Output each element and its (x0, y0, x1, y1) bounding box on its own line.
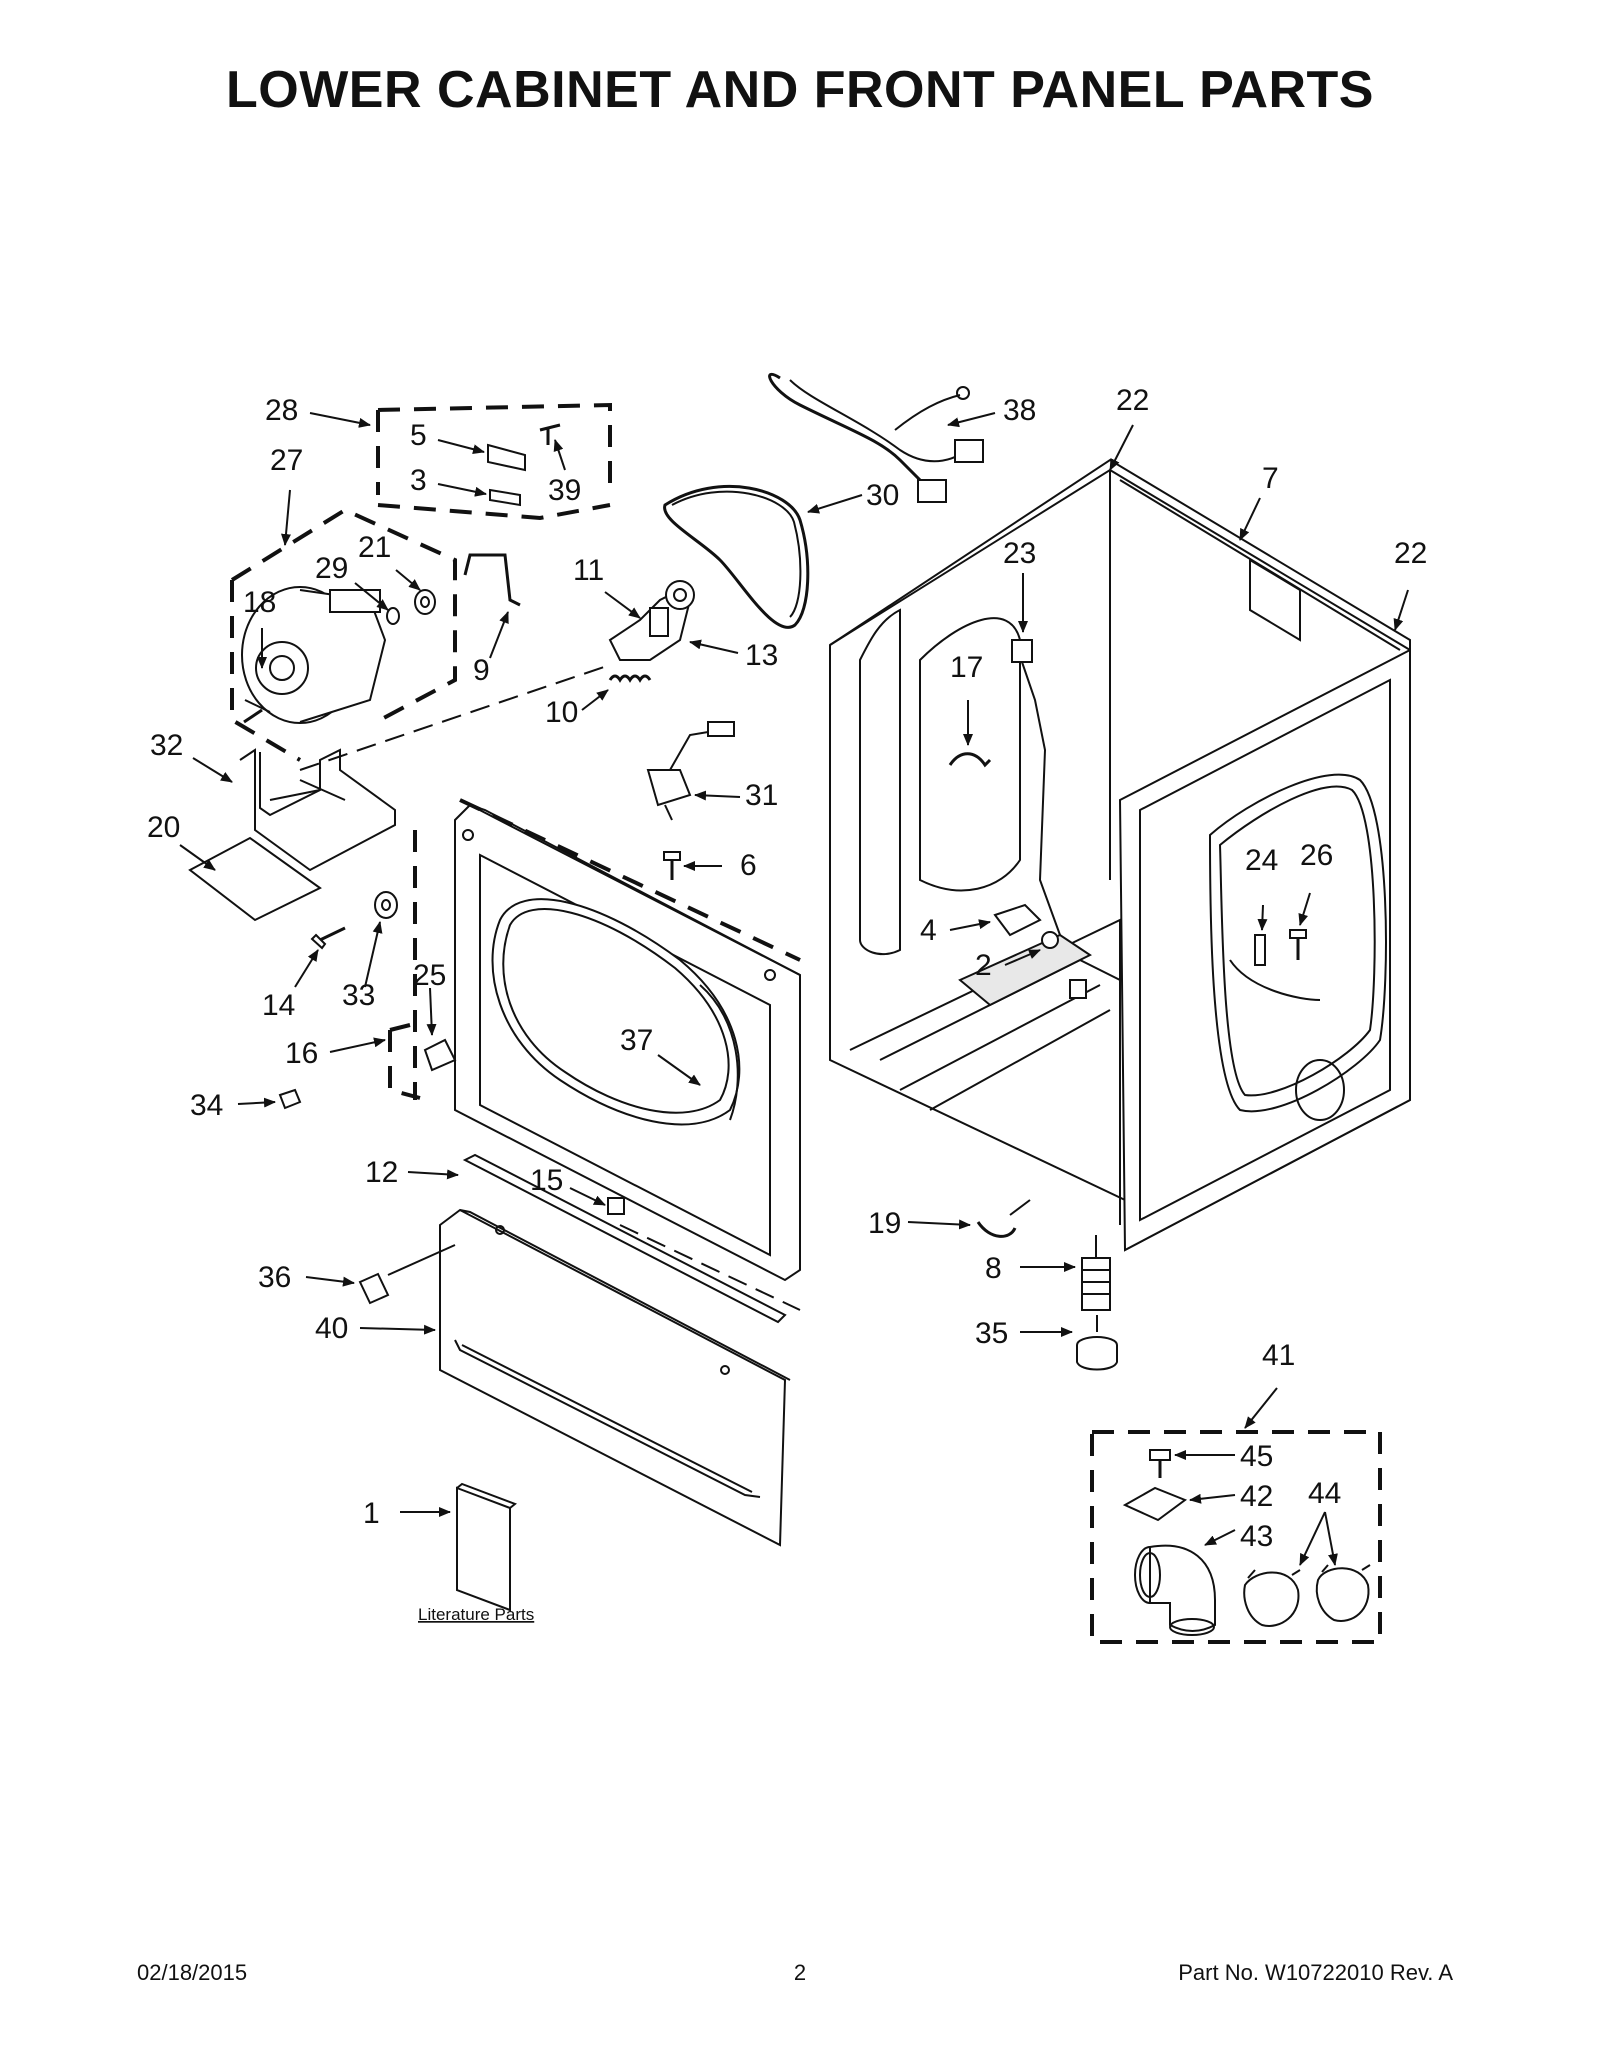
motor-leader-lines (299, 664, 611, 771)
footer-part-number: Part No. W10722010 Rev. A (1178, 1960, 1453, 1985)
callout-34: 34 (190, 1089, 223, 1122)
callout-23: 23 (1003, 537, 1036, 570)
callout-9: 9 (473, 654, 490, 687)
idler-arm (608, 580, 695, 661)
callout-19: 19 (868, 1207, 901, 1240)
callout-labels: 28 5 3 39 27 21 29 18 9 11 13 10 30 38 2… (147, 384, 1427, 1624)
door-latch (646, 721, 735, 821)
callout-33: 33 (342, 979, 375, 1012)
callout-14: 14 (262, 989, 295, 1022)
callout-39: 39 (548, 474, 581, 507)
group-box-41 (1090, 1430, 1382, 1644)
callout-15: 15 (530, 1164, 563, 1197)
thermistor-bracket (993, 903, 1087, 999)
callout-10: 10 (545, 696, 578, 729)
toe-panel-bracket (358, 1272, 390, 1305)
callout-40: 40 (315, 1312, 348, 1345)
callout-6: 6 (740, 849, 757, 882)
callout-8: 8 (985, 1252, 1002, 1285)
exhaust-screw (1149, 1449, 1171, 1478)
group-box-28 (376, 402, 612, 521)
callout-22-right: 22 (1394, 537, 1427, 570)
callout-11: 11 (573, 554, 604, 587)
callout-5: 5 (410, 419, 427, 452)
callout-1: 1 (363, 1497, 380, 1530)
toe-panel-clip (607, 1197, 625, 1215)
callout-24: 24 (1245, 844, 1278, 877)
callout-36: 36 (258, 1261, 291, 1294)
idler-spring (608, 674, 652, 683)
callout-17: 17 (950, 651, 983, 684)
group-box-16 (388, 1023, 421, 1100)
latch-screw (663, 851, 681, 880)
leveling-leg (1081, 1235, 1111, 1311)
callout-37: 37 (620, 1024, 653, 1057)
vent-cap-1 (1243, 1569, 1301, 1627)
callout-42: 42 (1240, 1480, 1273, 1513)
door-clip (423, 1038, 457, 1072)
callout-32: 32 (150, 729, 183, 762)
callout-18: 18 (243, 586, 276, 619)
harness-clip (948, 752, 992, 768)
callout-7: 7 (1262, 462, 1279, 495)
panel-screw (278, 1088, 302, 1110)
harness-tie-and-screw (1229, 929, 1321, 1001)
callout-13: 13 (745, 639, 778, 672)
drive-motor (241, 586, 387, 724)
idler-pulley-parts (386, 589, 436, 625)
drive-belt (663, 484, 810, 629)
callout-21: 21 (358, 531, 391, 564)
footer-page-number: 2 (793, 1960, 807, 1985)
callout-4: 4 (920, 914, 937, 947)
callout-38: 38 (1003, 394, 1036, 427)
exhaust-plate (1122, 1486, 1188, 1522)
callout-20: 20 (147, 811, 180, 844)
front-panel-dashed-outline (413, 798, 801, 1311)
callout-29: 29 (315, 552, 348, 585)
motor-mount-bracket (239, 748, 396, 872)
callout-31: 31 (745, 779, 778, 812)
page-title: LOWER CABINET AND FRONT PANEL PARTS (226, 61, 1374, 119)
callout-12: 12 (365, 1156, 398, 1189)
callout-16: 16 (285, 1037, 318, 1070)
callout-27: 27 (270, 444, 303, 477)
group-box-27 (230, 507, 457, 762)
callout-41: 41 (1262, 1339, 1295, 1372)
vent-cap-2 (1315, 1564, 1371, 1622)
thermistor-connector (1011, 639, 1061, 936)
callout-30: 30 (866, 479, 899, 512)
toe-panel-strip (462, 1153, 787, 1324)
callout-35: 35 (975, 1317, 1008, 1350)
callout-44: 44 (1308, 1477, 1341, 1510)
callout-2: 2 (975, 949, 992, 982)
footer-date: 02/18/2015 (137, 1960, 248, 1985)
leader-arrows (179, 412, 1409, 1566)
toe-panel (439, 1208, 791, 1547)
door-switch-parts (487, 423, 561, 507)
literature-pack (456, 1482, 517, 1612)
mount-screw (310, 926, 346, 950)
washer (374, 891, 398, 919)
literature-parts-label: Literature Parts (418, 1605, 534, 1624)
callout-25: 25 (413, 959, 446, 992)
exhaust-elbow (1134, 1544, 1216, 1636)
mount-pad (188, 836, 322, 922)
callout-28: 28 (265, 394, 298, 427)
wire-harness (768, 372, 984, 503)
callout-3: 3 (410, 464, 427, 497)
leg-foot (1076, 1315, 1118, 1371)
callout-22-top: 22 (1116, 384, 1149, 417)
callout-43: 43 (1240, 1520, 1273, 1553)
callout-26: 26 (1300, 839, 1333, 872)
leg-clip (976, 1199, 1031, 1238)
idler-bracket (463, 553, 521, 607)
callout-45: 45 (1240, 1440, 1273, 1473)
